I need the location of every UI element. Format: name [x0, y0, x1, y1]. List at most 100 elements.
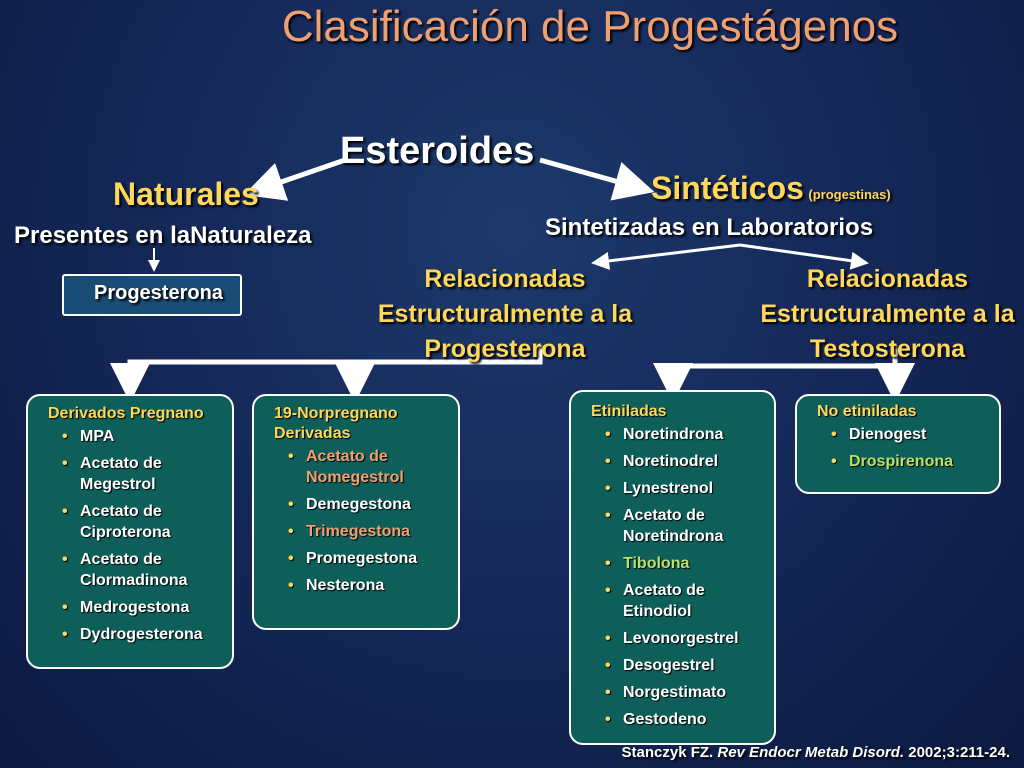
bullet-icon: • [605, 453, 611, 470]
list-item-text: Desogestrel [623, 657, 715, 674]
list-item: • Trimegestona [284, 521, 448, 542]
bullet-icon: • [605, 630, 611, 647]
list-item: • Promegestona [284, 548, 448, 569]
list-item-text: Tibolona [623, 555, 690, 572]
list-item: • Noretinodrel [601, 451, 764, 472]
branch-progesterona-line-2: Estructuralmente a la [377, 300, 633, 328]
list-item-text: Lynestrenol [623, 480, 714, 497]
list-pregnano: • MPA • Acetato de Megestrol • Acetato de Cip… [48, 426, 222, 645]
list-item: •Nesterona [284, 575, 448, 596]
bullet-icon: • [62, 626, 68, 643]
list-item-text: Acetato de Noretindrona [623, 507, 724, 545]
list-item-text: Noretinodrel [623, 453, 719, 470]
branch-progesterona-line-1: Relacionadas [424, 265, 586, 293]
list-item: • Acetato de Ciproterona [58, 501, 222, 543]
list-item: • Acetato de Nomegestrol [284, 446, 448, 488]
bullet-icon: • [831, 426, 837, 443]
bullet-icon: • [605, 555, 611, 572]
list-item: • Norgestimato [601, 682, 764, 703]
citation: Stanczyk FZ. Rev Endocr Metab Disord. 20… [622, 744, 1011, 761]
list-item: • Drospirenona [827, 451, 989, 472]
list-item: • Acetato de Megestrol [58, 453, 222, 495]
list-etiniladas: • Noretindrona • Noretinodrel • Lynestrenol • A… [591, 424, 764, 730]
sinteticos-note: (progestinas) [808, 187, 891, 202]
box-title-pregnano: Derivados Pregnano [48, 405, 204, 422]
list-item-text: Acetato de Etinodiol [623, 582, 705, 620]
bullet-icon: • [62, 428, 68, 445]
list-item: • Gestodeno [601, 709, 764, 730]
list-item: • Acetato de Etinodiol [601, 580, 764, 622]
list-item: •Demegestona [284, 494, 448, 515]
list-item: • Desogestrel [601, 655, 764, 676]
list-item: • Noretindrona [601, 424, 764, 445]
list-item-text: Promegestona [306, 550, 418, 567]
list-item: • Levonorgestrel [601, 628, 764, 649]
box-title-etiniladas: Etiniladas [591, 403, 667, 420]
bullet-icon: • [288, 523, 294, 540]
node-naturales: Naturales [113, 176, 259, 212]
arrow-to-sinteticos [539, 157, 655, 201]
bullet-icon: • [288, 496, 294, 513]
list-item-text: Norgestimato [623, 684, 727, 701]
arrow-to-naturales [243, 157, 346, 201]
bullet-icon: • [288, 448, 294, 465]
sinteticos-label: Sintéticos [651, 170, 804, 206]
bullet-icon: • [831, 453, 837, 470]
bullet-icon: • [605, 711, 611, 728]
list-item: • Tibolona [601, 553, 764, 574]
bullet-icon: • [62, 455, 68, 472]
node-progesterona: Progesterona [62, 274, 242, 316]
bullet-icon: • [605, 684, 611, 701]
list-item-text: Nesterona [306, 577, 385, 594]
slide-title: Clasificación de Progestágenos [281, 2, 899, 51]
list-item: • MPA [58, 426, 222, 447]
bullet-icon: • [62, 599, 68, 616]
list-item-text: MPA [80, 428, 115, 445]
bullet-icon: • [62, 503, 68, 520]
branch-testosterona-line-3: Testosterona [809, 335, 966, 363]
bullet-icon: • [605, 507, 611, 524]
citation-journal: Rev Endocr Metab Disord. [717, 744, 905, 761]
node-esteroides: Esteroides [340, 130, 535, 172]
list-item-text: Levonorgestrel [623, 630, 739, 647]
box-derivados-pregnano: Derivados Pregnano • MPA • Acetato de Meges… [26, 394, 234, 669]
list-item-text: Acetato de Megestrol [80, 455, 162, 493]
bullet-icon: • [605, 657, 611, 674]
branch-testosterona-line-1: Relacionadas [806, 265, 969, 293]
list-item-text: Noretindrona [623, 426, 724, 443]
citation-author: Stanczyk FZ. [621, 744, 714, 761]
bullet-icon: • [605, 582, 611, 599]
sinteticos-subtitle: Sintetizadas en Laboratorios [545, 214, 874, 241]
branch-testosterona-line-2: Estructuralmente a la [760, 300, 1015, 328]
list-no-etiniladas: • Dienogest • Drospirenona [817, 424, 989, 472]
list-item: • Medrogestona [58, 597, 222, 618]
list-item-text: Acetato de Clormadinona [80, 551, 188, 589]
branch-testosterona-label: Relacionadas Estructuralmente a la Testo… [755, 262, 1020, 367]
list-item-text: Gestodeno [623, 711, 707, 728]
list-item: • Acetato de Clormadinona [58, 549, 222, 591]
list-item-text: Drospirenona [849, 453, 954, 470]
list-item-text: Acetato de Ciproterona [80, 503, 171, 541]
list-item-text: Dienogest [849, 426, 927, 443]
list-item-text: Trimegestona [306, 523, 411, 540]
node-sinteticos: Sintéticos (progestinas) [651, 170, 891, 207]
list-norpregnano: •Acetato de Nomegestrol•Demegestona•Trim… [274, 446, 448, 596]
list-item-text: Acetato de Nomegestrol [306, 448, 404, 486]
bullet-icon: • [288, 550, 294, 567]
branch-progesterona-line-3: Progesterona [424, 335, 586, 363]
list-item: • Lynestrenol [601, 478, 764, 499]
list-item-text: Medrogestona [80, 599, 190, 616]
list-item: • Dienogest [827, 424, 989, 445]
list-item: •Dydrogesterona [58, 624, 222, 645]
box-title-no-etiniladas: No etiniladas [817, 403, 917, 420]
bullet-icon: • [605, 480, 611, 497]
box-title-norpregnano: 19-Norpregnano Derivadas [274, 405, 398, 442]
citation-ref: 2002;3:211-24. [908, 744, 1010, 761]
branch-progesterona-label: Relacionadas Estructuralmente a la Proge… [370, 262, 640, 367]
bullet-icon: • [605, 426, 611, 443]
bullet-icon: • [62, 551, 68, 568]
box-norpregnano: 19-Norpregnano Derivadas • Acetato de Nom… [252, 394, 460, 630]
box-etiniladas: Etiniladas • Noretindrona • Noretinodrel • Ly… [569, 390, 776, 745]
box-no-etiniladas: No etiniladas • Dienogest • Drospirenona [795, 394, 1001, 494]
